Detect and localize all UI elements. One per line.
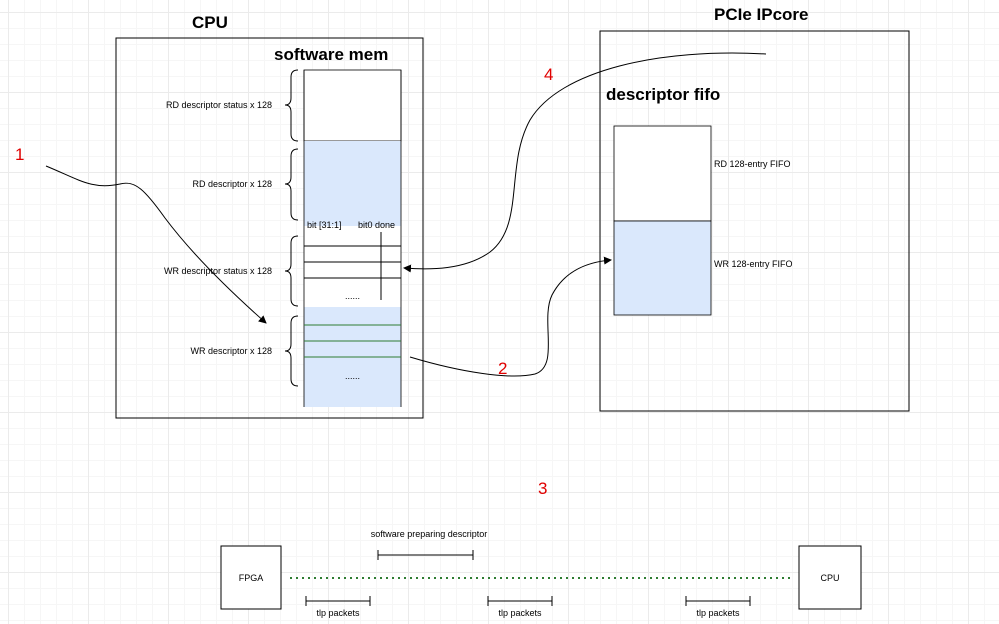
arrow-step-4 — [403, 52, 767, 273]
software-mem-title: software mem — [274, 45, 388, 64]
rd-status-region — [303, 69, 402, 142]
software-mem-column: bit [31:1] bit0 done ...... ...... — [303, 69, 402, 407]
rd-descriptor-region — [304, 141, 401, 226]
label-wr-descriptor-status: WR descriptor status x 128 — [164, 266, 272, 276]
arrow-step-2 — [409, 256, 612, 377]
step-4-number: 4 — [544, 65, 553, 84]
pcie-title: PCIe IPcore — [714, 5, 809, 24]
tlp-packets-label: tlp packets — [696, 608, 740, 618]
step-2-number: 2 — [498, 359, 507, 378]
label-wr-descriptor: WR descriptor x 128 — [190, 346, 272, 356]
label-rd-descriptor: RD descriptor x 128 — [192, 179, 272, 189]
arrow-step-1 — [45, 165, 267, 324]
wr-status-region — [304, 226, 401, 307]
brace-wr-descriptor — [284, 315, 299, 387]
brace-rd-status — [284, 69, 299, 142]
fpga-box — [220, 545, 282, 610]
bit-field-label: bit [31:1] — [307, 220, 342, 230]
pcie-ipcore-box — [599, 30, 910, 412]
wr-desc-ellipsis: ...... — [345, 371, 360, 381]
step-1-number: 1 — [15, 145, 24, 164]
rd-fifo — [613, 125, 712, 222]
status-ellipsis: ...... — [345, 291, 360, 301]
bit0-done-label: bit0 done — [358, 220, 395, 230]
tlp-packets-label: tlp packets — [498, 608, 542, 618]
fpga-label: FPGA — [239, 573, 264, 583]
brace-rd-descriptor — [284, 148, 299, 221]
descriptor-fifo-title: descriptor fifo — [606, 85, 720, 104]
cpu-end-box — [798, 545, 862, 610]
wr-fifo-label: WR 128-entry FIFO — [714, 259, 793, 269]
brace-wr-status — [284, 235, 299, 307]
cpu-title: CPU — [192, 13, 228, 32]
tlp-packets-label: tlp packets — [316, 608, 360, 618]
software-preparing-label: software preparing descriptor — [371, 529, 488, 539]
label-rd-descriptor-status: RD descriptor status x 128 — [166, 100, 272, 110]
step-3-number: 3 — [538, 479, 547, 498]
cpu-box — [115, 37, 424, 419]
wr-fifo — [613, 220, 712, 316]
rd-fifo-label: RD 128-entry FIFO — [714, 159, 791, 169]
cpu-end-label: CPU — [820, 573, 839, 583]
